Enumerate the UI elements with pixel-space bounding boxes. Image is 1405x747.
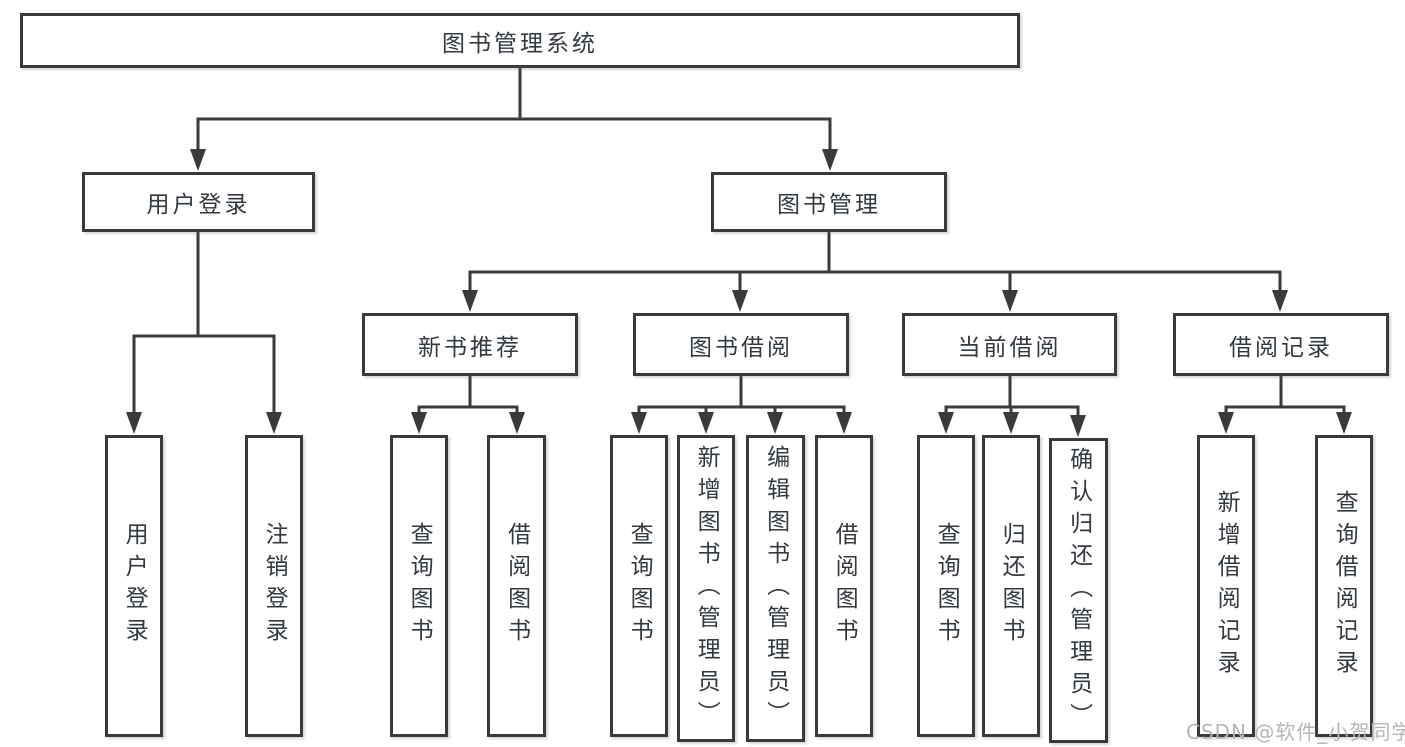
leaf-user-login: 用户登录: [105, 435, 163, 737]
node-current-borrowing: 当前借阅: [902, 313, 1117, 376]
node-label: 借阅记录: [1229, 334, 1333, 361]
node-label: 图书借阅: [689, 334, 793, 361]
node-user-login: 用户登录: [82, 172, 315, 232]
node-book-borrowing: 图书借阅: [633, 313, 849, 376]
node-label: 新书推荐: [418, 334, 522, 361]
leaf-recommend-query-books: 查询图书: [390, 435, 448, 737]
leaf-records-query-record: 查询借阅记录: [1315, 435, 1373, 737]
leaf-label: 归还图书: [998, 522, 1025, 650]
leaf-borrow-query-books: 查询图书: [610, 435, 668, 737]
leaf-label: 编辑图书（管理员）: [762, 444, 789, 733]
node-new-book-recommendation: 新书推荐: [362, 313, 578, 376]
leaf-label: 注销登录: [261, 522, 288, 650]
node-borrowing-records: 借阅记录: [1173, 313, 1389, 376]
node-label: 用户登录: [146, 192, 251, 218]
leaf-label: 确认归还（管理员）: [1065, 446, 1092, 735]
leaf-records-add-record: 新增借阅记录: [1197, 435, 1255, 737]
leaf-label: 借阅图书: [503, 522, 530, 650]
leaf-borrow-borrow-books: 借阅图书: [815, 435, 873, 737]
leaf-label: 查询图书: [406, 522, 433, 650]
leaf-current-query-books: 查询图书: [917, 435, 975, 737]
node-book-management: 图书管理: [711, 172, 947, 232]
leaf-current-confirm-return-admin: 确认归还（管理员）: [1049, 438, 1108, 743]
leaf-current-return-books: 归还图书: [982, 435, 1040, 737]
watermark: CSDN @软件_小贺同学: [1186, 720, 1405, 744]
leaf-recommend-borrow-books: 借阅图书: [487, 435, 546, 737]
leaf-label: 用户登录: [121, 522, 148, 650]
leaf-label: 新增借阅记录: [1213, 490, 1240, 682]
node-library-management-system: 图书管理系统: [20, 13, 1020, 68]
leaf-label: 查询借阅记录: [1331, 490, 1358, 682]
leaf-label: 借阅图书: [831, 522, 858, 650]
leaf-label: 查询图书: [933, 522, 960, 650]
leaf-logout: 注销登录: [245, 435, 303, 737]
leaf-label: 查询图书: [626, 522, 653, 650]
node-label: 图书管理系统: [442, 30, 598, 57]
leaf-borrow-edit-books-admin: 编辑图书（管理员）: [746, 435, 805, 742]
leaf-label: 新增图书（管理员）: [693, 444, 720, 733]
node-label: 当前借阅: [957, 334, 1062, 361]
leaf-borrow-add-books-admin: 新增图书（管理员）: [677, 435, 735, 742]
node-label: 图书管理: [777, 192, 881, 218]
